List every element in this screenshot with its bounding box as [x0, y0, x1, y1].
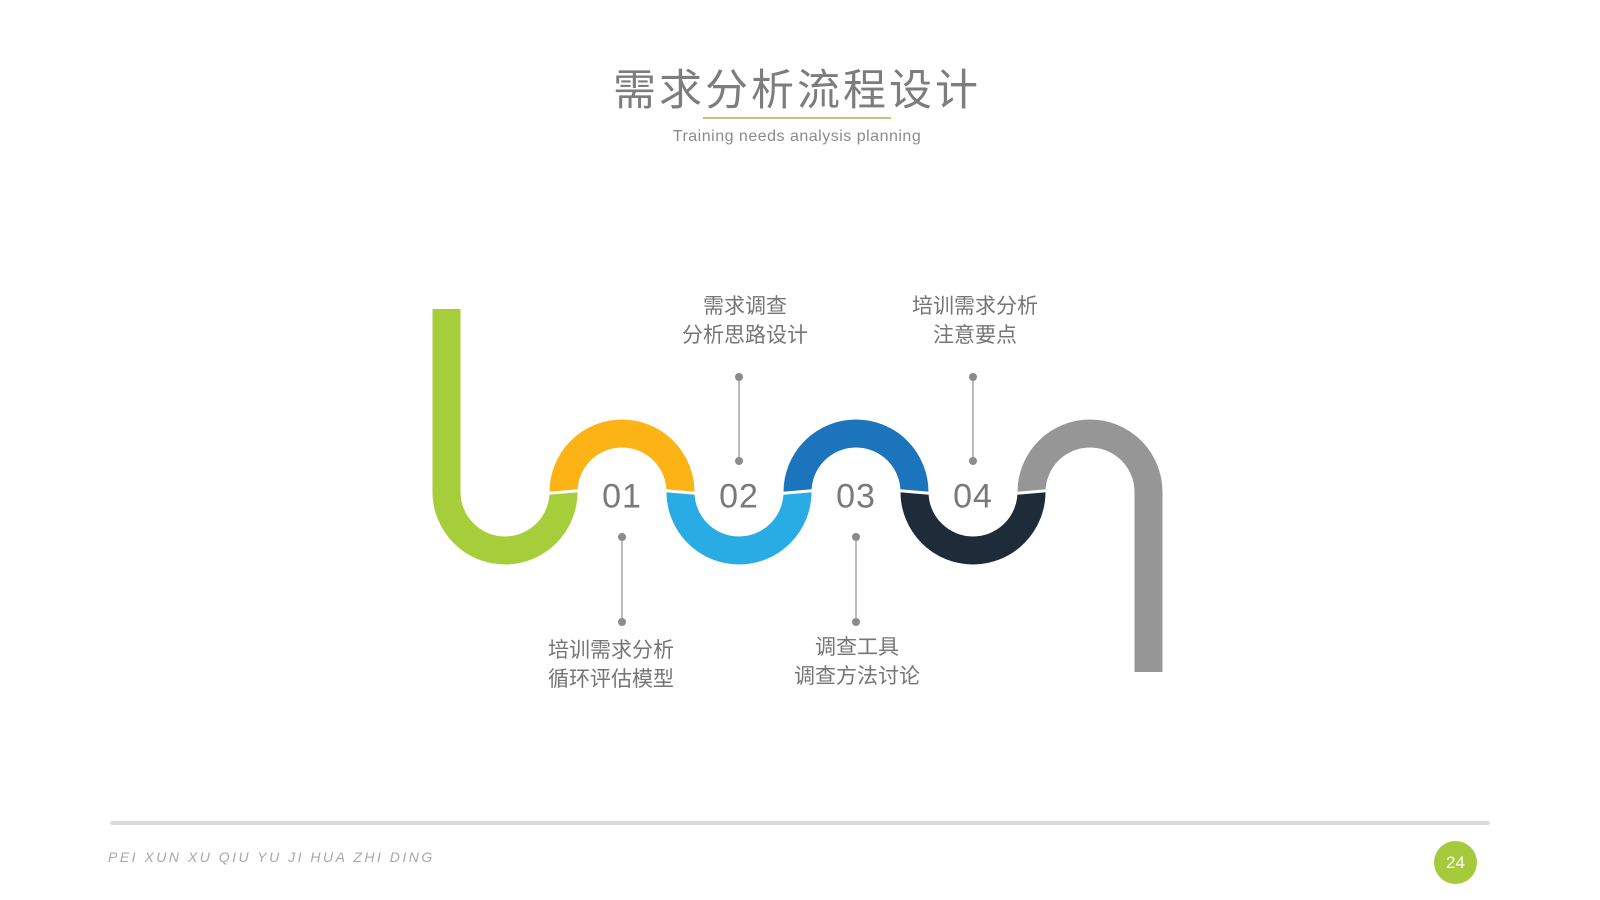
step-label-line: 注意要点 — [933, 324, 1017, 347]
connector-dot — [735, 457, 743, 465]
connector-step-03 — [852, 533, 860, 626]
step-label-04: 培训需求分析 注意要点 — [912, 292, 1038, 350]
segment-gap — [1013, 488, 1050, 496]
wave-segment-yellow — [549, 419, 695, 493]
wave-segment-dark-blue — [783, 419, 929, 493]
connector-dot — [618, 618, 626, 626]
step-label-line: 循环评估模型 — [548, 668, 674, 691]
page-subtitle: Training needs analysis planning — [672, 128, 922, 145]
connector-dot — [618, 533, 626, 541]
wave-segment-gray — [1017, 419, 1163, 672]
page-title: 需求分析流程设计 — [613, 67, 981, 115]
page-number-badge: 24 — [1434, 841, 1477, 884]
step-label-line: 分析思路设计 — [682, 324, 808, 347]
connector-dot — [852, 533, 860, 541]
connector-dot — [969, 457, 977, 465]
connector-step-04 — [969, 373, 977, 465]
footer-divider — [110, 821, 1490, 825]
step-label-line: 调查方法讨论 — [794, 665, 920, 688]
step-number-04: 04 — [953, 477, 993, 516]
wave-segment-navy — [900, 491, 1046, 565]
step-number-03: 03 — [836, 477, 876, 516]
connector-step-02 — [735, 373, 743, 465]
step-label-line: 需求调查 — [703, 295, 787, 318]
step-label-line: 培训需求分析 — [548, 639, 674, 662]
segment-gap — [896, 488, 933, 496]
step-label-line: 培训需求分析 — [912, 295, 1038, 318]
step-label-02: 需求调查 分析思路设计 — [682, 292, 808, 350]
step-number-02: 02 — [719, 477, 759, 516]
wave-segment-green — [432, 309, 578, 565]
wave-segment-light-blue — [666, 491, 812, 565]
footer-text: PEI XUN XU QIU YU JI HUA ZHI DING — [108, 849, 435, 865]
segment-gap — [662, 488, 699, 496]
step-label-line: 调查工具 — [815, 636, 899, 659]
step-label-01: 培训需求分析 循环评估模型 — [548, 636, 674, 694]
segment-gap — [779, 488, 816, 496]
step-label-03: 调查工具 调查方法讨论 — [794, 633, 920, 691]
title-underline — [703, 117, 891, 119]
connector-dot — [735, 373, 743, 381]
connector-dot — [852, 618, 860, 626]
segment-gap — [545, 488, 582, 496]
connector-step-01 — [618, 533, 626, 626]
connector-dot — [969, 373, 977, 381]
step-number-01: 01 — [602, 477, 642, 516]
